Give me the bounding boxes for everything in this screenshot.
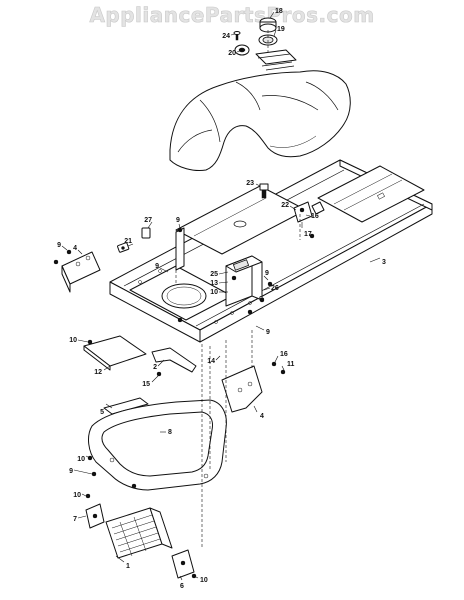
callout-27: 27 [144,217,152,224]
main-frame [109,159,433,343]
front-bumper [88,397,227,491]
callout-8: 8 [168,429,172,436]
callout-20: 20 [228,50,236,57]
callout-16: 16 [311,213,319,220]
callout-7: 7 [73,516,77,523]
callout-1: 1 [126,563,130,570]
callout-10a: 10 [210,289,218,296]
plate-12 [83,335,147,371]
callout-26: 26 [271,285,279,292]
callout-9d: 9 [265,270,269,277]
callout-14: 14 [207,358,215,365]
callout-16b: 16 [280,351,288,358]
callout-5: 5 [100,409,104,416]
callout-9g: 9 [69,468,73,475]
callout-labels: 18 19 24 20 23 22 16 17 27 9 21 9 4 9 25… [57,8,386,590]
fittings-21-27 [117,227,151,253]
callout-2: 2 [153,364,157,371]
callout-19: 19 [277,26,285,33]
bracket-4-left [61,251,101,293]
callout-15: 15 [142,381,150,388]
callout-17: 17 [304,231,312,238]
fender-hood [169,70,351,171]
grille-1 [105,507,173,559]
callout-13: 13 [210,280,218,287]
callout-18: 18 [275,8,283,15]
callout-11: 11 [287,361,295,368]
callout-9b: 9 [57,242,61,249]
callout-10c: 10 [77,456,85,463]
callout-9f: 9 [266,329,270,336]
callout-9a: 9 [176,217,180,224]
callout-25: 25 [210,271,218,278]
callout-22: 22 [281,202,289,209]
callout-21: 21 [124,238,132,245]
callout-4b: 4 [260,413,264,420]
callout-9c: 9 [155,263,159,270]
callout-4a: 4 [73,245,77,252]
callout-10d: 10 [73,492,81,499]
callout-23: 23 [246,180,254,187]
bolt-23 [259,183,269,199]
callout-3: 3 [382,259,386,266]
bracket-4-right [221,365,263,413]
battery-tray [225,255,263,307]
assembly-lines [175,30,301,548]
callout-24: 24 [222,33,230,40]
callout-12: 12 [94,369,102,376]
strap-2 [151,347,197,373]
pedal-bracket [293,201,325,223]
callout-10e: 10 [200,577,208,584]
callout-6: 6 [180,583,184,590]
leader-lines [61,11,381,581]
hinge-brackets [85,503,195,579]
watermark-text: AppliancePartsPros.com [89,3,374,27]
callout-9e: 9 [259,296,263,303]
callout-10b: 10 [69,337,77,344]
